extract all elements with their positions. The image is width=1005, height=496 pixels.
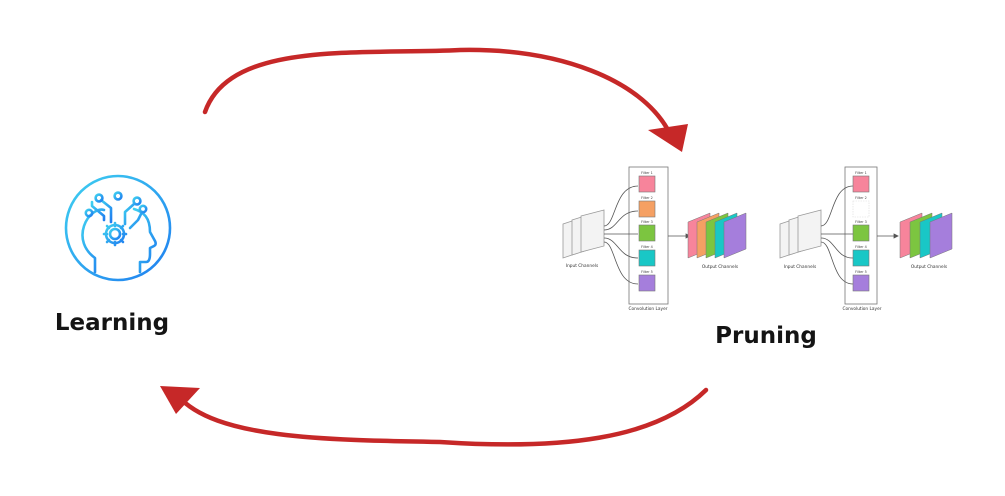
- input-channel-stack: [779, 209, 822, 259]
- filter-label: Filter 3: [641, 220, 653, 224]
- filter-stack: Filter 1 Filter 2 Filter 3 Filter 4 Filter 5: [852, 171, 870, 292]
- filter-4: [852, 249, 870, 267]
- input-to-filter-connectors: [603, 185, 691, 285]
- filter-2: [638, 200, 656, 218]
- pruned-filter: [852, 200, 870, 218]
- brain-gear-circuit-icon: [64, 174, 172, 282]
- input-channels-label: Input Channels: [566, 263, 599, 269]
- filter-3: [852, 224, 870, 242]
- arrow-pruning-to-learning: [160, 386, 709, 447]
- filter-label: Filter 2: [855, 196, 867, 200]
- output-channels-label: Output Channels: [911, 264, 948, 270]
- filter-stack: Filter 1 Filter 2 Filter 3 Filter 4 Filter 5: [638, 171, 656, 292]
- output-channel-stack: [687, 212, 747, 259]
- filter-label: Filter 3: [855, 220, 867, 224]
- convolution-layer-label: Convolution Layer: [842, 306, 881, 312]
- filter-label: Filter 4: [855, 245, 867, 249]
- filter-4: [638, 249, 656, 267]
- filter-label: Filter 1: [855, 171, 867, 175]
- filter-label: Filter 4: [641, 245, 653, 249]
- output-channel-stack: [899, 212, 953, 259]
- filter-1: [852, 175, 870, 193]
- input-channels-label: Input Channels: [784, 264, 817, 270]
- filter-label: Filter 5: [641, 270, 653, 274]
- filter-label: Filter 5: [855, 270, 867, 274]
- filter-5: [852, 274, 870, 292]
- output-channel-5: [723, 212, 747, 259]
- filter-5: [638, 274, 656, 292]
- arrow-learning-to-pruning: [202, 47, 688, 152]
- output-channels-label: Output Channels: [702, 264, 739, 270]
- filter-1: [638, 175, 656, 193]
- filter-3: [638, 224, 656, 242]
- input-channel-stack: [562, 209, 605, 259]
- pruning-label: Pruning: [715, 323, 817, 349]
- filter-label: Filter 1: [641, 171, 653, 175]
- filter-label: Filter 2: [641, 196, 653, 200]
- convolution-layer-label: Convolution Layer: [628, 306, 667, 312]
- input-to-filter-connectors: [820, 185, 899, 285]
- learning-label: Learning: [55, 310, 169, 336]
- output-channel-5: [929, 212, 953, 259]
- conv-layer-diagram-pruned: Input Channels Convolution Layer Filter …: [779, 166, 953, 312]
- conv-layer-diagram-original: Input Channels Convolution Layer Filter …: [562, 166, 747, 312]
